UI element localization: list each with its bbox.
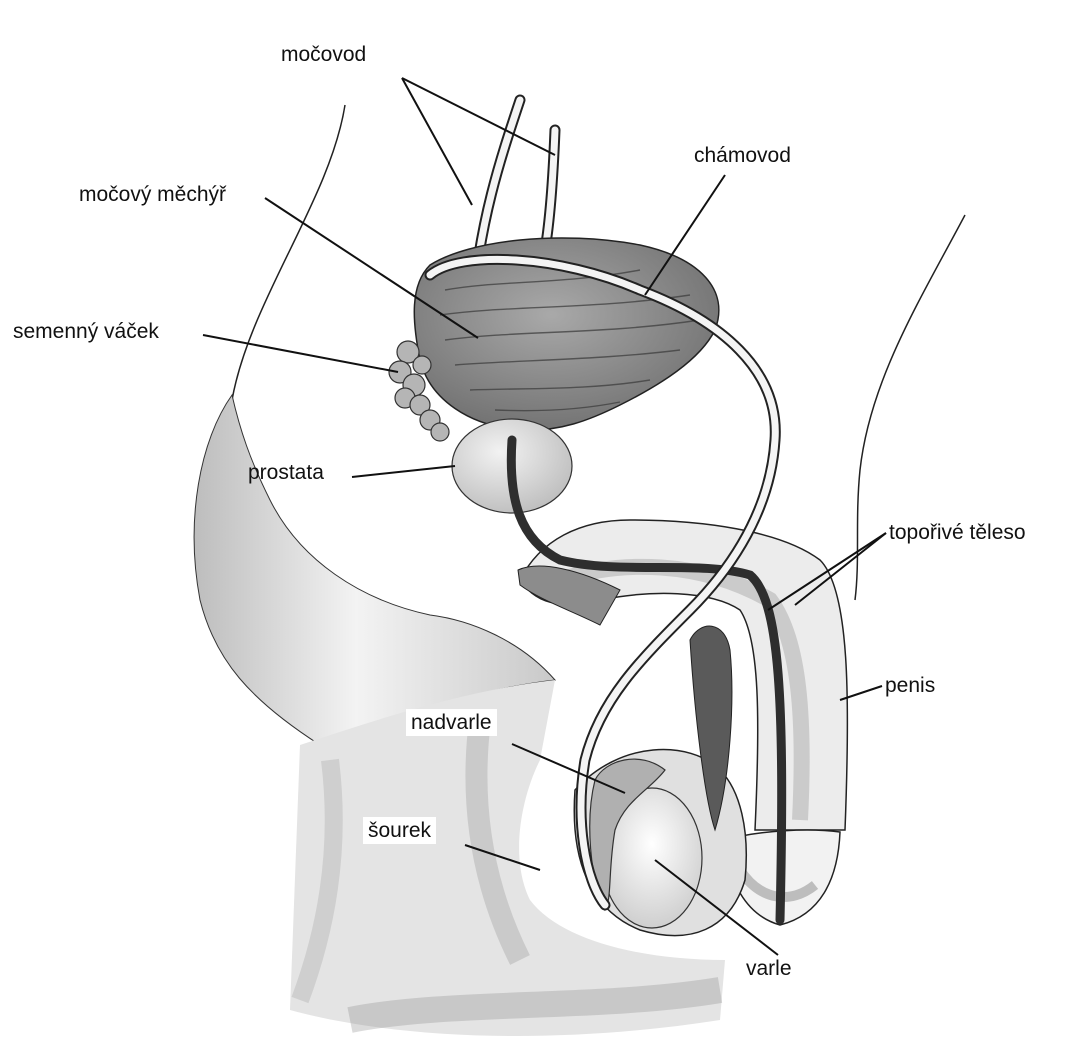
label-toporive-teleso: topořivé těleso (889, 522, 1026, 543)
label-mocovy-mechyr: močový měchýř (79, 184, 226, 205)
label-penis: penis (885, 675, 935, 696)
leader-prostata (352, 466, 455, 477)
leader-mocovod-right (402, 78, 555, 155)
label-sourek: šourek (363, 817, 436, 844)
label-varle: varle (746, 958, 792, 979)
label-prostata: prostata (248, 462, 324, 483)
leader-mocovod-left (402, 78, 472, 205)
leader-semenny-vacek (203, 335, 398, 372)
label-mocovod: močovod (281, 44, 366, 65)
label-chamovod: chámovod (694, 145, 791, 166)
label-semenny-vacek: semenný váček (13, 321, 159, 342)
label-nadvarle: nadvarle (406, 709, 497, 736)
